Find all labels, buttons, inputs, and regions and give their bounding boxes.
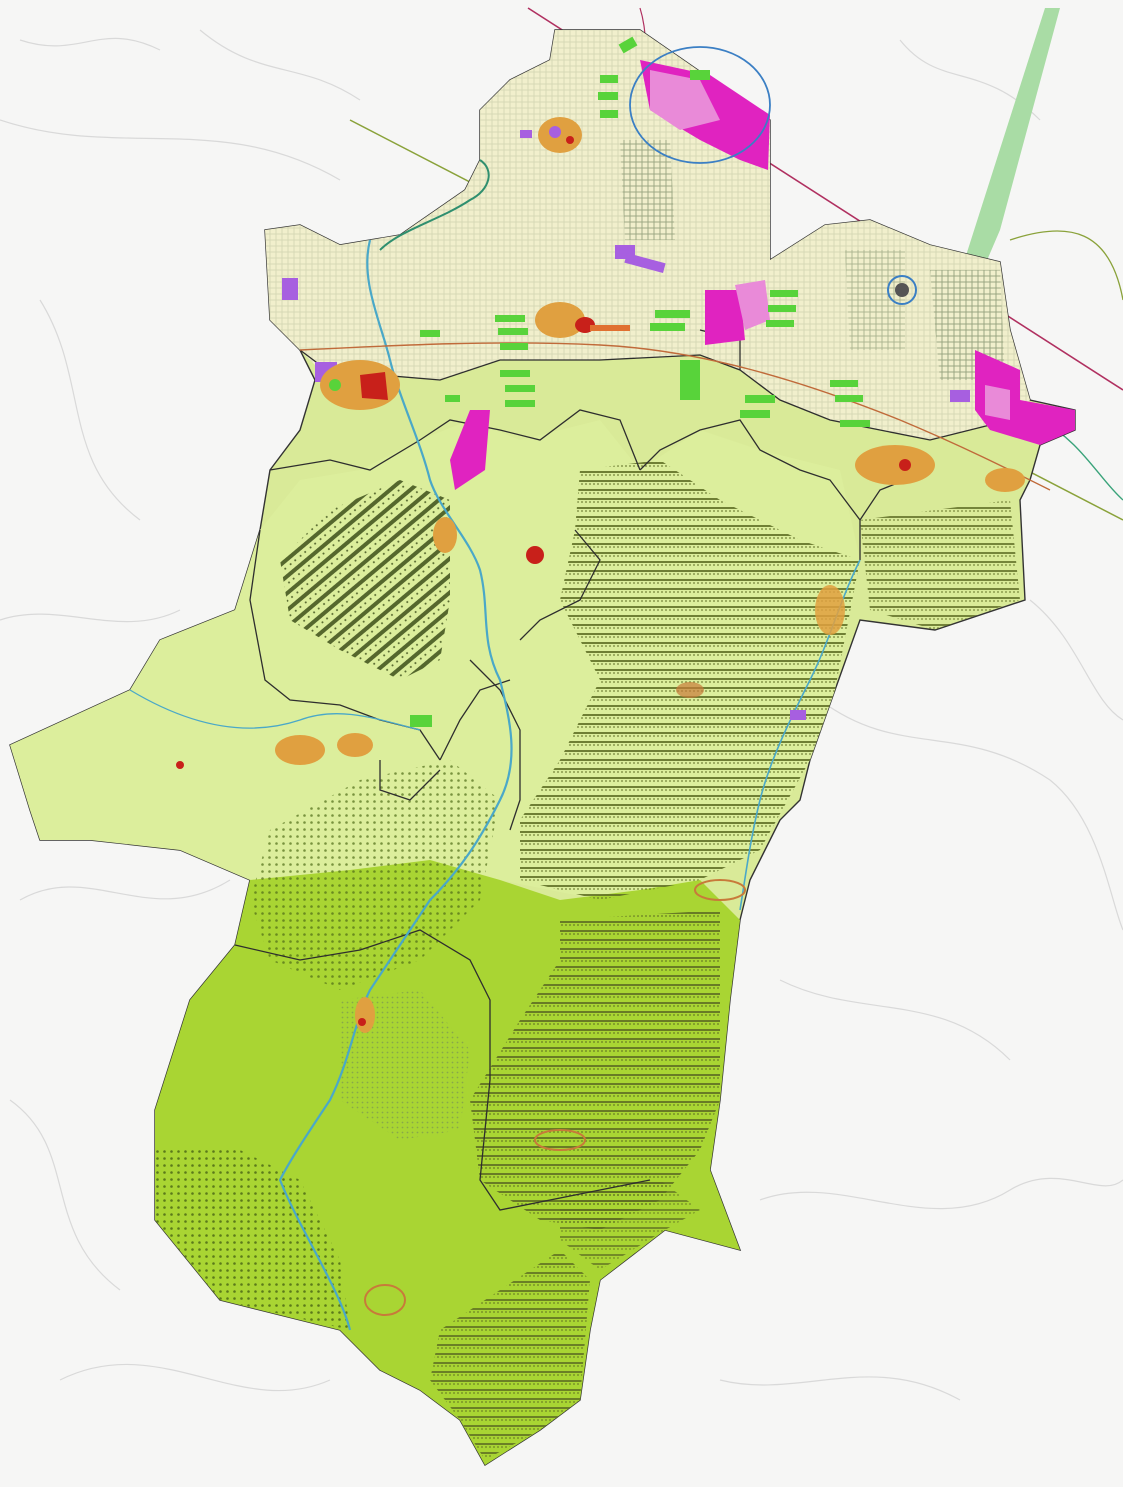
green-block-14 [766,320,794,327]
green-block-3 [598,92,618,100]
grey-grid-zone-north [620,140,675,240]
green-block-17 [500,370,530,377]
green-block-22 [830,380,858,387]
green-block-7 [498,328,528,335]
green-block-23 [835,395,863,402]
protected-hatch-northeast [860,500,1020,630]
forest-dotted-sw [155,1150,350,1330]
green-block-5 [690,70,710,80]
industrial-area-east-light [985,385,1010,420]
service-area-5 [790,710,806,720]
green-block-24 [840,420,870,427]
industrial-area-central-light [735,280,770,330]
green-block-1 [618,36,638,54]
industrial-area-north-light [650,70,720,130]
forest-dotted-central [250,760,500,990]
green-block-19 [505,400,535,407]
green-block-10 [650,323,685,331]
protected-hatch-southeast [560,1180,700,1270]
service-area-7 [950,390,970,402]
settlement-north [538,117,582,153]
green-block-15 [745,395,775,403]
green-block-12 [770,290,798,297]
background-road-network [0,29,1123,1401]
tributary-west [129,689,421,731]
planning-circle-north [629,46,771,164]
municipal-territory [9,29,1076,1466]
grey-grid-zone-east [845,250,905,350]
diagonal-hatch-zone [280,480,450,680]
green-block-13 [768,305,796,312]
service-area-4 [624,252,666,274]
green-block-20 [445,395,460,402]
industrial-areas [450,60,1075,490]
forest-dotted-mid [340,990,470,1140]
settlements [176,117,1025,1316]
river [278,239,513,1331]
green-block-16 [740,410,770,418]
green-block-6 [495,315,525,322]
settlement-valley [433,517,544,564]
green-block-21 [420,330,440,337]
valley-road [299,342,1051,491]
green-blocks [410,36,870,727]
protected-hatch-east [520,460,860,900]
roundabout-icon [887,275,917,305]
settlement-mid [676,585,845,901]
green-block-11 [680,360,700,400]
settlement-east [855,445,1025,492]
service-area-6 [520,130,532,138]
green-block-9 [655,310,690,318]
highway-corridor [955,8,1060,300]
settlement-southwest [176,733,373,769]
green-block-2 [600,75,618,83]
protected-hatch-south [470,910,720,1230]
ring-road [1009,230,1123,301]
green-block-8 [500,343,528,350]
industrial-area-east [975,350,1075,445]
settlement-west [320,360,400,410]
river-north [379,159,490,251]
service-area-1 [282,278,298,300]
settlement-central-plain [535,302,630,338]
industrial-area-valley [450,410,490,490]
service-areas [282,130,970,720]
protected-hatch-far-south [430,1250,590,1460]
industrial-area-central [705,290,745,345]
grey-grid-zone-northeast [930,270,1005,380]
green-block-18 [505,385,535,392]
settlement-south [355,997,586,1316]
green-block-4 [600,110,618,118]
green-block-25 [410,715,432,727]
